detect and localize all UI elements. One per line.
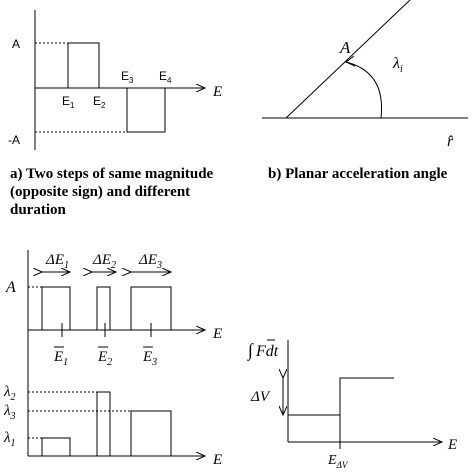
panel-c-bar-3 bbox=[130, 410, 172, 457]
panel-c-bottom-axis-label: E bbox=[212, 452, 222, 468]
panel-b-caption: b) Planar acceleration angle bbox=[268, 166, 448, 182]
panel-c-lambda-2: λ2 bbox=[3, 384, 16, 403]
panel-c-delta-label-2: ΔE2 bbox=[92, 252, 116, 271]
panel-b-arc-arrowhead bbox=[345, 55, 356, 67]
panel-c-delta-label-3: ΔE3 bbox=[138, 252, 162, 271]
panel-a-negative-step bbox=[126, 87, 166, 133]
panel-d-e-dv-label: EΔV bbox=[327, 453, 349, 470]
panel-c-bar-1 bbox=[41, 437, 71, 457]
panel-c-lambda-1: λ1 bbox=[3, 430, 16, 449]
panel-d-integral-label: ∫Fdt bbox=[247, 340, 279, 361]
panel-d-step-curve bbox=[288, 377, 394, 416]
panel-c-lambda-3: λ3 bbox=[3, 403, 16, 422]
panel-c-pulse-2 bbox=[96, 286, 111, 331]
panel-c bbox=[27, 250, 205, 457]
panel-c-delta-label-1: ΔE1 bbox=[45, 252, 69, 271]
panel-d-dv-label: ΔV bbox=[250, 389, 271, 405]
panel-a-y-neg-label: -A bbox=[8, 133, 20, 147]
panel-a-axis-label: E bbox=[212, 84, 222, 100]
panel-a-positive-step bbox=[67, 42, 100, 89]
panel-c-bar-2 bbox=[96, 391, 111, 457]
panel-d bbox=[267, 339, 442, 449]
panel-c-mean-e2: E2 bbox=[97, 349, 112, 368]
panel-d-axis-label: E bbox=[447, 437, 457, 453]
panel-a-e4: E4 bbox=[159, 69, 172, 85]
panel-c-top-axis-label: E bbox=[212, 326, 222, 342]
panel-c-mean-e3: E3 bbox=[142, 349, 157, 368]
panel-b-angle-arc bbox=[345, 61, 383, 119]
panel-a bbox=[34, 10, 205, 150]
panel-c-y-label: A bbox=[5, 279, 16, 296]
panel-b bbox=[262, 0, 468, 119]
panel-b-vector bbox=[285, 0, 411, 119]
panel-a-caption-1: a) Two steps of same magnitude bbox=[10, 166, 214, 182]
panel-a-e2: E2 bbox=[93, 94, 106, 110]
panel-a-caption-3: duration bbox=[10, 202, 67, 218]
panel-c-mean-e1: E1 bbox=[53, 349, 68, 368]
panel-b-angle-label: λi bbox=[392, 55, 403, 75]
panel-a-e1: E1 bbox=[62, 94, 75, 110]
panel-a-e3: E3 bbox=[121, 69, 134, 85]
panel-a-y-pos-label: A bbox=[12, 37, 20, 51]
panel-c-pulse-1 bbox=[41, 286, 71, 331]
panel-b-axis-label: r̂ bbox=[447, 133, 454, 150]
panel-a-caption-2: (opposite sign) and different bbox=[10, 184, 190, 200]
panel-b-vector-label: A bbox=[339, 38, 351, 57]
